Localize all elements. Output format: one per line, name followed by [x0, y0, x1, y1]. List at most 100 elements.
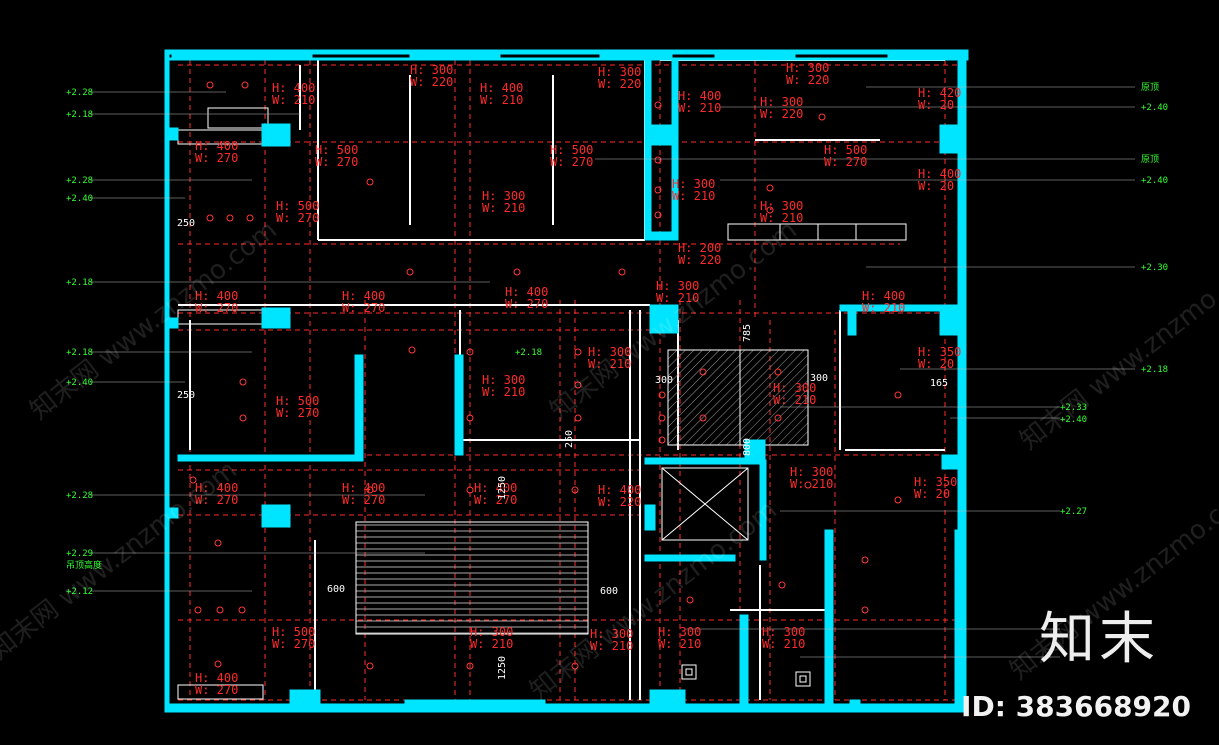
- room-h: H: 300: [760, 199, 803, 213]
- room-h: H: 400: [342, 289, 385, 303]
- stair-hatch: [667, 349, 809, 446]
- room-h: H: 300: [656, 279, 699, 293]
- room-w: W: 270: [195, 683, 238, 697]
- room-w: W: 270: [474, 493, 517, 507]
- room-h: H: 500: [276, 199, 319, 213]
- dim-label: 600: [600, 586, 618, 597]
- dim-label: 1250: [497, 656, 508, 680]
- right-note: 原顶: [1141, 82, 1159, 93]
- room-h: H: 300: [790, 465, 833, 479]
- room-w: W: 270: [195, 301, 238, 315]
- room-w: W: 270: [195, 493, 238, 507]
- brand-logo: 知末: [1039, 607, 1159, 672]
- dim-label: 250: [177, 390, 195, 401]
- room-w: W: 270: [272, 637, 315, 651]
- room-h: H: 300: [762, 625, 805, 639]
- vents: [681, 664, 811, 687]
- room-w: W: 220: [678, 253, 721, 267]
- level-label: +2.18: [66, 278, 93, 288]
- right-note: 原顶: [1141, 154, 1159, 165]
- room-w: W: 210: [272, 93, 315, 107]
- room-h: H: 400: [195, 671, 238, 685]
- room-w: W: 270: [342, 301, 385, 315]
- room-w: W: 210: [760, 211, 803, 225]
- room-h: H: 350: [918, 345, 961, 359]
- dim-label: 600: [327, 584, 345, 595]
- level-label: +2.40: [1060, 415, 1087, 425]
- room-w: W: 210: [656, 291, 699, 305]
- room-w: W: 210: [482, 201, 525, 215]
- room-labels: H: 400 W: 210 H: 300 W: 220 H: 400 W: 21…: [195, 61, 961, 697]
- room-h: H: 300: [482, 373, 525, 387]
- room-w: W: 210: [470, 637, 513, 651]
- room-w: W: 270: [824, 155, 867, 169]
- room-h: H: 500: [550, 143, 593, 157]
- room-h: H: 400: [918, 167, 961, 181]
- dim-label: 250: [177, 218, 195, 229]
- dimension-labels: 250 250 785 300 300 165 800 250 1250 600…: [177, 218, 948, 680]
- room-h: H: 400: [272, 81, 315, 95]
- level-label: +2.29: [66, 549, 93, 559]
- room-w: W: 270: [276, 211, 319, 225]
- room-w: W: 210: [672, 189, 715, 203]
- leader-lines: [90, 86, 1135, 658]
- room-w: W: 220: [598, 77, 641, 91]
- room-w: W: 220: [786, 73, 829, 87]
- room-h: H: 300: [588, 345, 631, 359]
- room-w: W: 210: [480, 93, 523, 107]
- room-w: W: 210: [678, 101, 721, 115]
- room-h: H: 200: [678, 241, 721, 255]
- dim-label: 1250: [497, 476, 508, 500]
- room-w: W: 20: [918, 179, 954, 193]
- room-h: H: 500: [272, 625, 315, 639]
- dim-label: 165: [930, 378, 948, 389]
- room-h: H: 400: [678, 89, 721, 103]
- room-h: H: 300: [786, 61, 829, 75]
- room-w: W: 210: [482, 385, 525, 399]
- level-label: +2.28: [66, 88, 93, 98]
- room-h: H: 400: [195, 139, 238, 153]
- room-h: H: 400: [480, 81, 523, 95]
- level-label: +2.40: [1141, 176, 1168, 186]
- level-label: +2.33: [1060, 403, 1087, 413]
- room-h: H: 300: [470, 625, 513, 639]
- room-h: H: 400: [474, 481, 517, 495]
- level-label: +2.40: [66, 378, 93, 388]
- room-w: W: 220: [760, 107, 803, 121]
- level-label: +2.12: [66, 587, 93, 597]
- level-label: +2.18: [66, 348, 93, 358]
- dim-label: 300: [810, 373, 828, 384]
- room-h: H: 500: [824, 143, 867, 157]
- room-w: W: 270: [505, 297, 548, 311]
- dim-label: 800: [742, 438, 753, 456]
- level-label: +2.18: [66, 110, 93, 120]
- room-w: W: 210: [762, 637, 805, 651]
- level-label: +2.27: [1060, 507, 1087, 517]
- dim-label: 300: [655, 375, 673, 386]
- level-label: +2.30: [1141, 263, 1168, 273]
- room-h: H: 400: [862, 289, 905, 303]
- room-w: W: 20: [918, 98, 954, 112]
- room-w: W: 270: [550, 155, 593, 169]
- level-label: +2.28: [66, 176, 93, 186]
- room-w: W: 20: [914, 487, 950, 501]
- level-label: +2.40: [66, 194, 93, 204]
- room-w: W: 210: [590, 639, 633, 653]
- image-id-label: ID: 383668920: [961, 690, 1191, 723]
- room-h: H: 400: [505, 285, 548, 299]
- room-h: H: 400: [342, 481, 385, 495]
- room-w: W: 270: [195, 151, 238, 165]
- dining-table-hatch: [355, 521, 589, 635]
- room-h: H: 300: [658, 625, 701, 639]
- room-h: H: 300: [590, 627, 633, 641]
- room-h: H: 300: [672, 177, 715, 191]
- room-h: H: 400: [195, 289, 238, 303]
- level-label: +2.40: [1141, 103, 1168, 113]
- room-w: W: 210: [862, 301, 905, 315]
- room-w: W: 210: [658, 637, 701, 651]
- level-label: +2.28: [66, 491, 93, 501]
- room-h: H: 400: [195, 481, 238, 495]
- structural-walls: [164, 49, 969, 713]
- room-w: W: 210: [790, 477, 833, 491]
